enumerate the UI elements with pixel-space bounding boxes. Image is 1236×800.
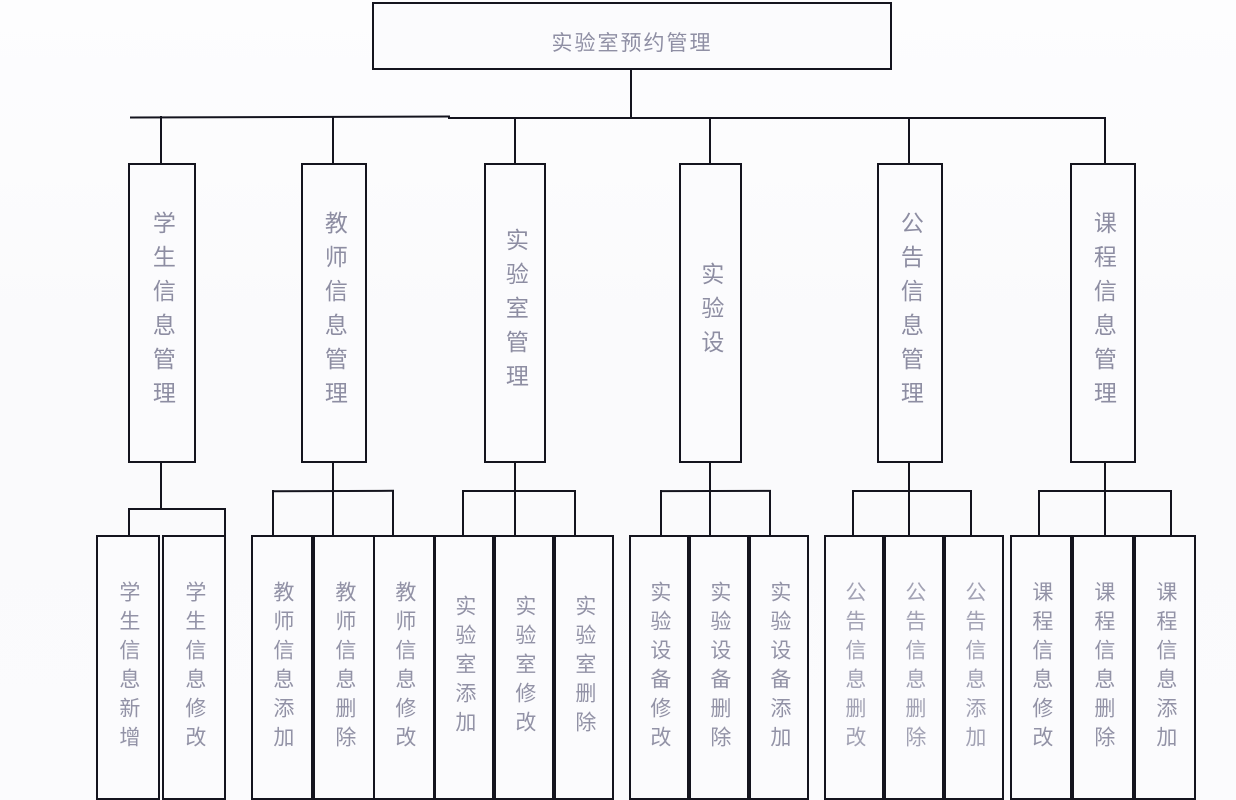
leaf-node-lab-add: 实验室添加: [434, 535, 494, 800]
edge-student-bus: [128, 508, 226, 510]
branch-node-notice-label: 公告信息管理: [897, 211, 924, 415]
leaf-node-notice-add-label: 公告信息添加: [962, 580, 986, 755]
leaf-node-lab-delete: 实验室删除: [554, 535, 614, 800]
leaf-node-student-add-label: 学生信息新增: [116, 580, 140, 755]
edge-drop-equipment: [709, 117, 711, 164]
edge-lab-leaf-3: [574, 490, 576, 536]
leaf-node-lab-add-label: 实验室添加: [452, 595, 476, 740]
branch-node-student: 学生信息管理: [128, 163, 196, 463]
branch-node-student-label: 学生信息管理: [149, 211, 176, 415]
leaf-node-student-edit-label: 学生信息修改: [182, 580, 206, 755]
branch-node-lab-label: 实验室管理: [502, 228, 529, 398]
leaf-node-equipment-delete-label: 实验设备删除: [707, 580, 731, 755]
leaf-node-course-delete-label: 课程信息删除: [1091, 580, 1115, 755]
edge-drop-teacher: [332, 116, 334, 164]
leaf-node-course-edit: 课程信息修改: [1010, 535, 1072, 800]
leaf-node-course-delete: 课程信息删除: [1072, 535, 1134, 800]
edge-lab-bus: [462, 490, 576, 492]
edge-equipment-leaf-3: [769, 490, 771, 536]
edge-teacher-leaf-3: [392, 490, 394, 536]
leaf-node-student-add: 学生信息新增: [96, 535, 160, 800]
edge-root-stem: [630, 70, 632, 117]
edge-course-bus: [1038, 490, 1172, 492]
edge-equipment-bus: [659, 489, 772, 493]
edge-equipment-leaf-1: [660, 490, 662, 536]
leaf-node-teacher-edit: 教师信息修改: [373, 535, 435, 800]
leaf-node-notice-delete: 公告信息删除: [884, 535, 944, 800]
branch-node-notice: 公告信息管理: [877, 163, 943, 463]
leaf-node-lab-delete-label: 实验室删除: [572, 595, 596, 740]
leaf-node-lab-edit-label: 实验室修改: [512, 595, 536, 740]
branch-node-course-label: 课程信息管理: [1090, 211, 1117, 415]
branch-node-equipment: 实验设: [679, 163, 742, 463]
leaf-node-notice-edit: 公告信息删改: [824, 535, 884, 800]
leaf-node-teacher-add-label: 教师信息添加: [270, 580, 294, 755]
edge-main-bus-right: [448, 117, 1106, 119]
edge-teacher-bus: [271, 489, 395, 493]
leaf-node-student-edit: 学生信息修改: [162, 535, 226, 800]
leaf-node-equipment-add-label: 实验设备添加: [767, 580, 791, 755]
leaf-node-notice-delete-label: 公告信息删除: [902, 580, 926, 755]
branch-node-teacher-label: 教师信息管理: [321, 211, 348, 415]
root-node: 实验室预约管理: [372, 2, 892, 70]
edge-course-leaf-1: [1038, 490, 1040, 536]
leaf-node-equipment-add: 实验设备添加: [749, 535, 809, 800]
leaf-node-notice-edit-label: 公告信息删改: [842, 580, 866, 755]
leaf-node-course-edit-label: 课程信息修改: [1029, 580, 1053, 755]
leaf-node-teacher-delete-label: 教师信息删除: [332, 580, 356, 755]
branch-node-lab: 实验室管理: [484, 163, 546, 463]
branch-node-equipment-label: 实验设: [697, 262, 724, 364]
edge-notice-leaf-3: [970, 490, 972, 536]
edge-teacher-stem: [332, 463, 334, 535]
edge-drop-student: [160, 116, 162, 164]
leaf-node-notice-add: 公告信息添加: [944, 535, 1004, 800]
branch-node-teacher: 教师信息管理: [301, 163, 367, 463]
leaf-node-equipment-edit-label: 实验设备修改: [647, 580, 671, 755]
edge-student-leaf-2: [224, 508, 226, 536]
edge-main-bus-left: [129, 115, 451, 119]
edge-lab-stem: [514, 463, 516, 535]
edge-course-leaf-3: [1170, 490, 1172, 536]
edge-drop-notice: [908, 117, 910, 164]
branch-node-course: 课程信息管理: [1070, 163, 1136, 463]
edge-student-stem: [160, 463, 162, 509]
leaf-node-course-add-label: 课程信息添加: [1153, 580, 1177, 755]
edge-equipment-stem: [709, 463, 711, 535]
edge-drop-lab: [514, 117, 516, 164]
leaf-node-course-add: 课程信息添加: [1134, 535, 1196, 800]
leaf-node-equipment-delete: 实验设备删除: [689, 535, 749, 800]
edge-lab-leaf-1: [462, 490, 464, 536]
edge-notice-stem: [908, 463, 910, 535]
leaf-node-teacher-delete: 教师信息删除: [313, 535, 375, 800]
edge-notice-bus: [852, 490, 972, 492]
edge-course-stem: [1104, 463, 1106, 535]
edge-teacher-leaf-1: [272, 490, 274, 536]
edge-notice-leaf-1: [852, 490, 854, 536]
edge-student-leaf-1: [128, 508, 130, 536]
leaf-node-equipment-edit: 实验设备修改: [629, 535, 689, 800]
root-node-label: 实验室预约管理: [551, 32, 713, 56]
leaf-node-teacher-add: 教师信息添加: [251, 535, 313, 800]
edge-drop-course: [1104, 117, 1106, 164]
leaf-node-lab-edit: 实验室修改: [494, 535, 554, 800]
leaf-node-teacher-edit-label: 教师信息修改: [392, 580, 416, 755]
